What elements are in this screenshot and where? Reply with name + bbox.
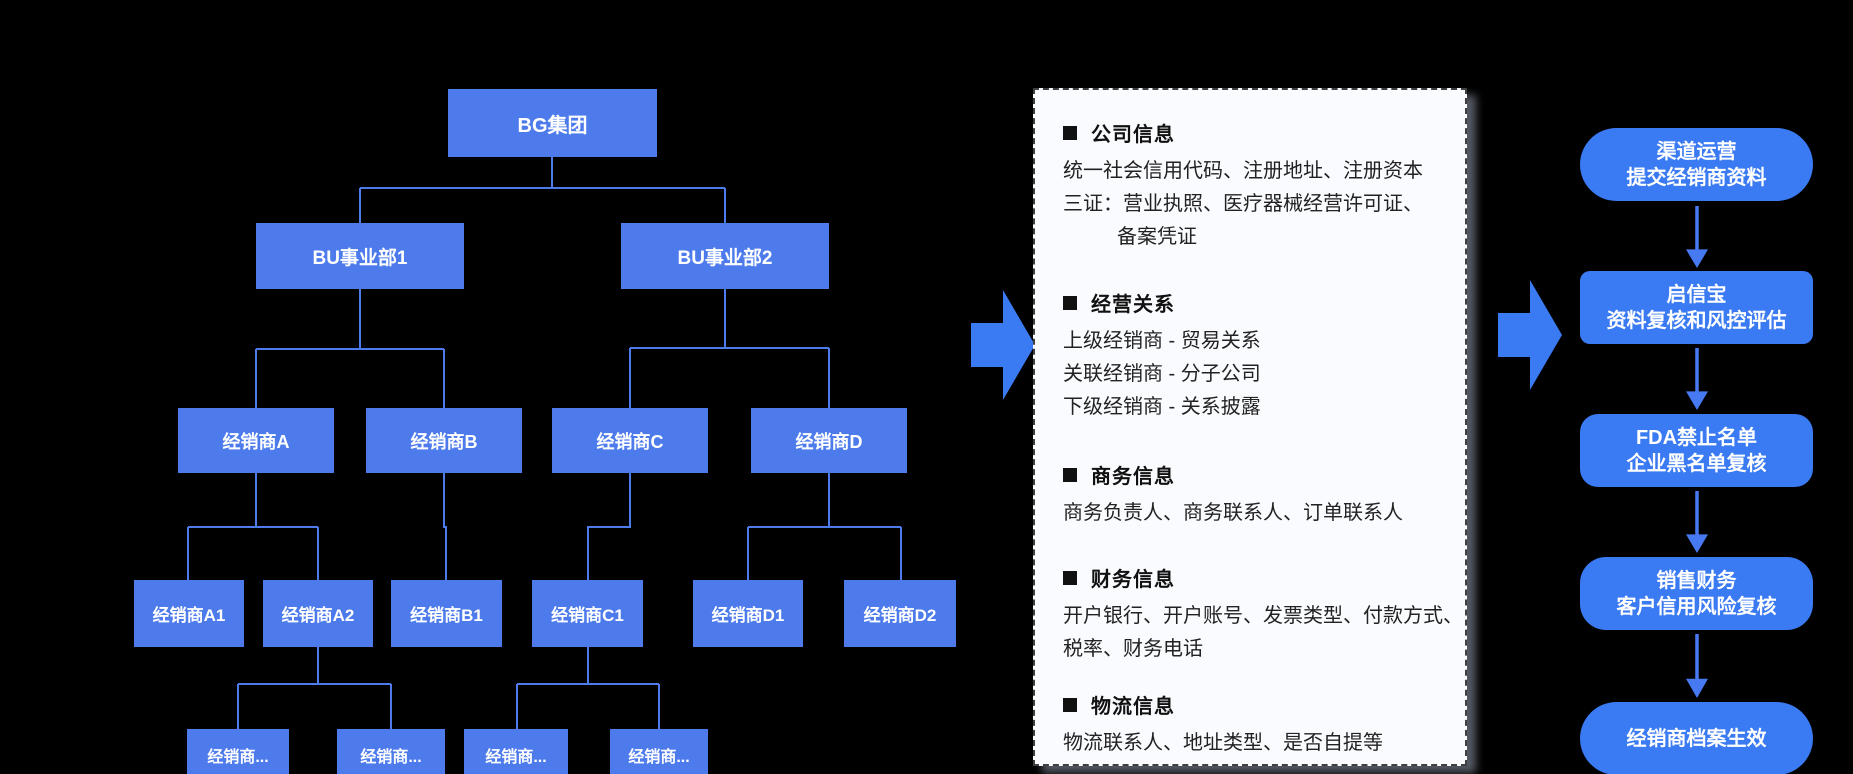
section-title: 物流信息	[1091, 696, 1175, 718]
square-bullet-icon	[1063, 467, 1077, 482]
org-node-dist-d1: 经销商D1	[693, 580, 803, 647]
flow-step-line: 提交经销商资料	[1626, 166, 1767, 189]
flow-step-line: 客户信用风险复核	[1616, 595, 1777, 618]
section-logistics-info: 物流信息 物流联系人、地址类型、是否自提等	[1063, 690, 1445, 760]
flow-step-archive-effective: 经销商档案生效	[1580, 702, 1813, 774]
org-node-dist-c: 经销商C	[552, 408, 708, 473]
section-title: 公司信息	[1091, 124, 1175, 146]
org-node-bg-group: BG集团	[448, 89, 657, 157]
flow-step-line: 经销商档案生效	[1626, 727, 1767, 750]
section-title: 经营关系	[1091, 294, 1175, 316]
org-node-dist-more-1: 经销商...	[187, 729, 289, 774]
section-line: 关联经销商 - 分子公司	[1063, 363, 1261, 385]
section-line: 统一社会信用代码、注册地址、注册资本	[1063, 160, 1423, 182]
section-line: 物流联系人、地址类型、是否自提等	[1063, 732, 1383, 754]
section-line: 开户银行、开户账号、发票类型、付款方式、	[1063, 605, 1463, 627]
section-line: 商务负责人、商务联系人、订单联系人	[1063, 502, 1403, 524]
down-arrow-icon	[1686, 634, 1708, 698]
org-node-dist-a: 经销商A	[178, 408, 334, 473]
square-bullet-icon	[1063, 295, 1077, 310]
flow-step-line: FDA禁止名单	[1635, 426, 1758, 449]
down-arrow-icon	[1686, 206, 1708, 268]
square-bullet-icon	[1063, 697, 1077, 712]
flow-step-channel-ops: 渠道运营 提交经销商资料	[1580, 128, 1813, 201]
org-node-dist-more-2: 经销商...	[337, 729, 445, 774]
section-line: 上级经销商 - 贸易关系	[1063, 330, 1261, 352]
org-node-dist-d2: 经销商D2	[844, 580, 956, 647]
org-node-dist-b: 经销商B	[366, 408, 522, 473]
flow-step-line: 企业黑名单复核	[1626, 452, 1767, 475]
distributor-info-panel: 公司信息 统一社会信用代码、注册地址、注册资本 三证：营业执照、医疗器械经营许可…	[1033, 88, 1467, 766]
flow-step-qixinbao-review: 启信宝 资料复核和风控评估	[1580, 271, 1813, 344]
square-bullet-icon	[1063, 570, 1077, 585]
section-title: 财务信息	[1091, 569, 1175, 591]
org-node-dist-d: 经销商D	[751, 408, 907, 473]
square-bullet-icon	[1063, 125, 1077, 140]
org-node-bu2: BU事业部2	[621, 223, 829, 289]
right-block-arrow-icon	[1498, 280, 1562, 390]
section-line: 备案凭证	[1117, 226, 1197, 248]
section-commerce-info: 商务信息 商务负责人、商务联系人、订单联系人	[1063, 460, 1445, 530]
org-node-dist-b1: 经销商B1	[391, 580, 502, 647]
flow-step-line: 启信宝	[1666, 283, 1727, 306]
down-arrow-icon	[1686, 348, 1708, 410]
org-node-dist-a1: 经销商A1	[134, 580, 244, 647]
org-node-dist-c1: 经销商C1	[532, 580, 643, 647]
right-block-arrow-icon	[971, 290, 1035, 400]
section-line: 下级经销商 - 关系披露	[1063, 396, 1261, 418]
flow-step-line: 资料复核和风控评估	[1606, 309, 1787, 332]
org-node-dist-more-3: 经销商...	[464, 729, 568, 774]
down-arrow-icon	[1686, 491, 1708, 553]
org-node-dist-a2: 经销商A2	[263, 580, 373, 647]
section-company-info: 公司信息 统一社会信用代码、注册地址、注册资本 三证：营业执照、医疗器械经营许可…	[1063, 118, 1445, 254]
section-line: 税率、财务电话	[1063, 638, 1203, 660]
section-finance-info: 财务信息 开户银行、开户账号、发票类型、付款方式、 税率、财务电话	[1063, 563, 1463, 666]
flow-step-fda-blacklist-review: FDA禁止名单 企业黑名单复核	[1580, 414, 1813, 487]
flow-step-sales-finance-review: 销售财务 客户信用风险复核	[1580, 557, 1813, 630]
section-business-relations: 经营关系 上级经销商 - 贸易关系 关联经销商 - 分子公司 下级经销商 - 关…	[1063, 288, 1445, 424]
section-title: 商务信息	[1091, 466, 1175, 488]
section-line: 三证：营业执照、医疗器械经营许可证、	[1063, 193, 1423, 215]
flow-step-line: 渠道运营	[1656, 140, 1737, 163]
org-node-bu1: BU事业部1	[256, 223, 464, 289]
org-node-dist-more-4: 经销商...	[610, 729, 708, 774]
flow-step-line: 销售财务	[1656, 569, 1737, 592]
